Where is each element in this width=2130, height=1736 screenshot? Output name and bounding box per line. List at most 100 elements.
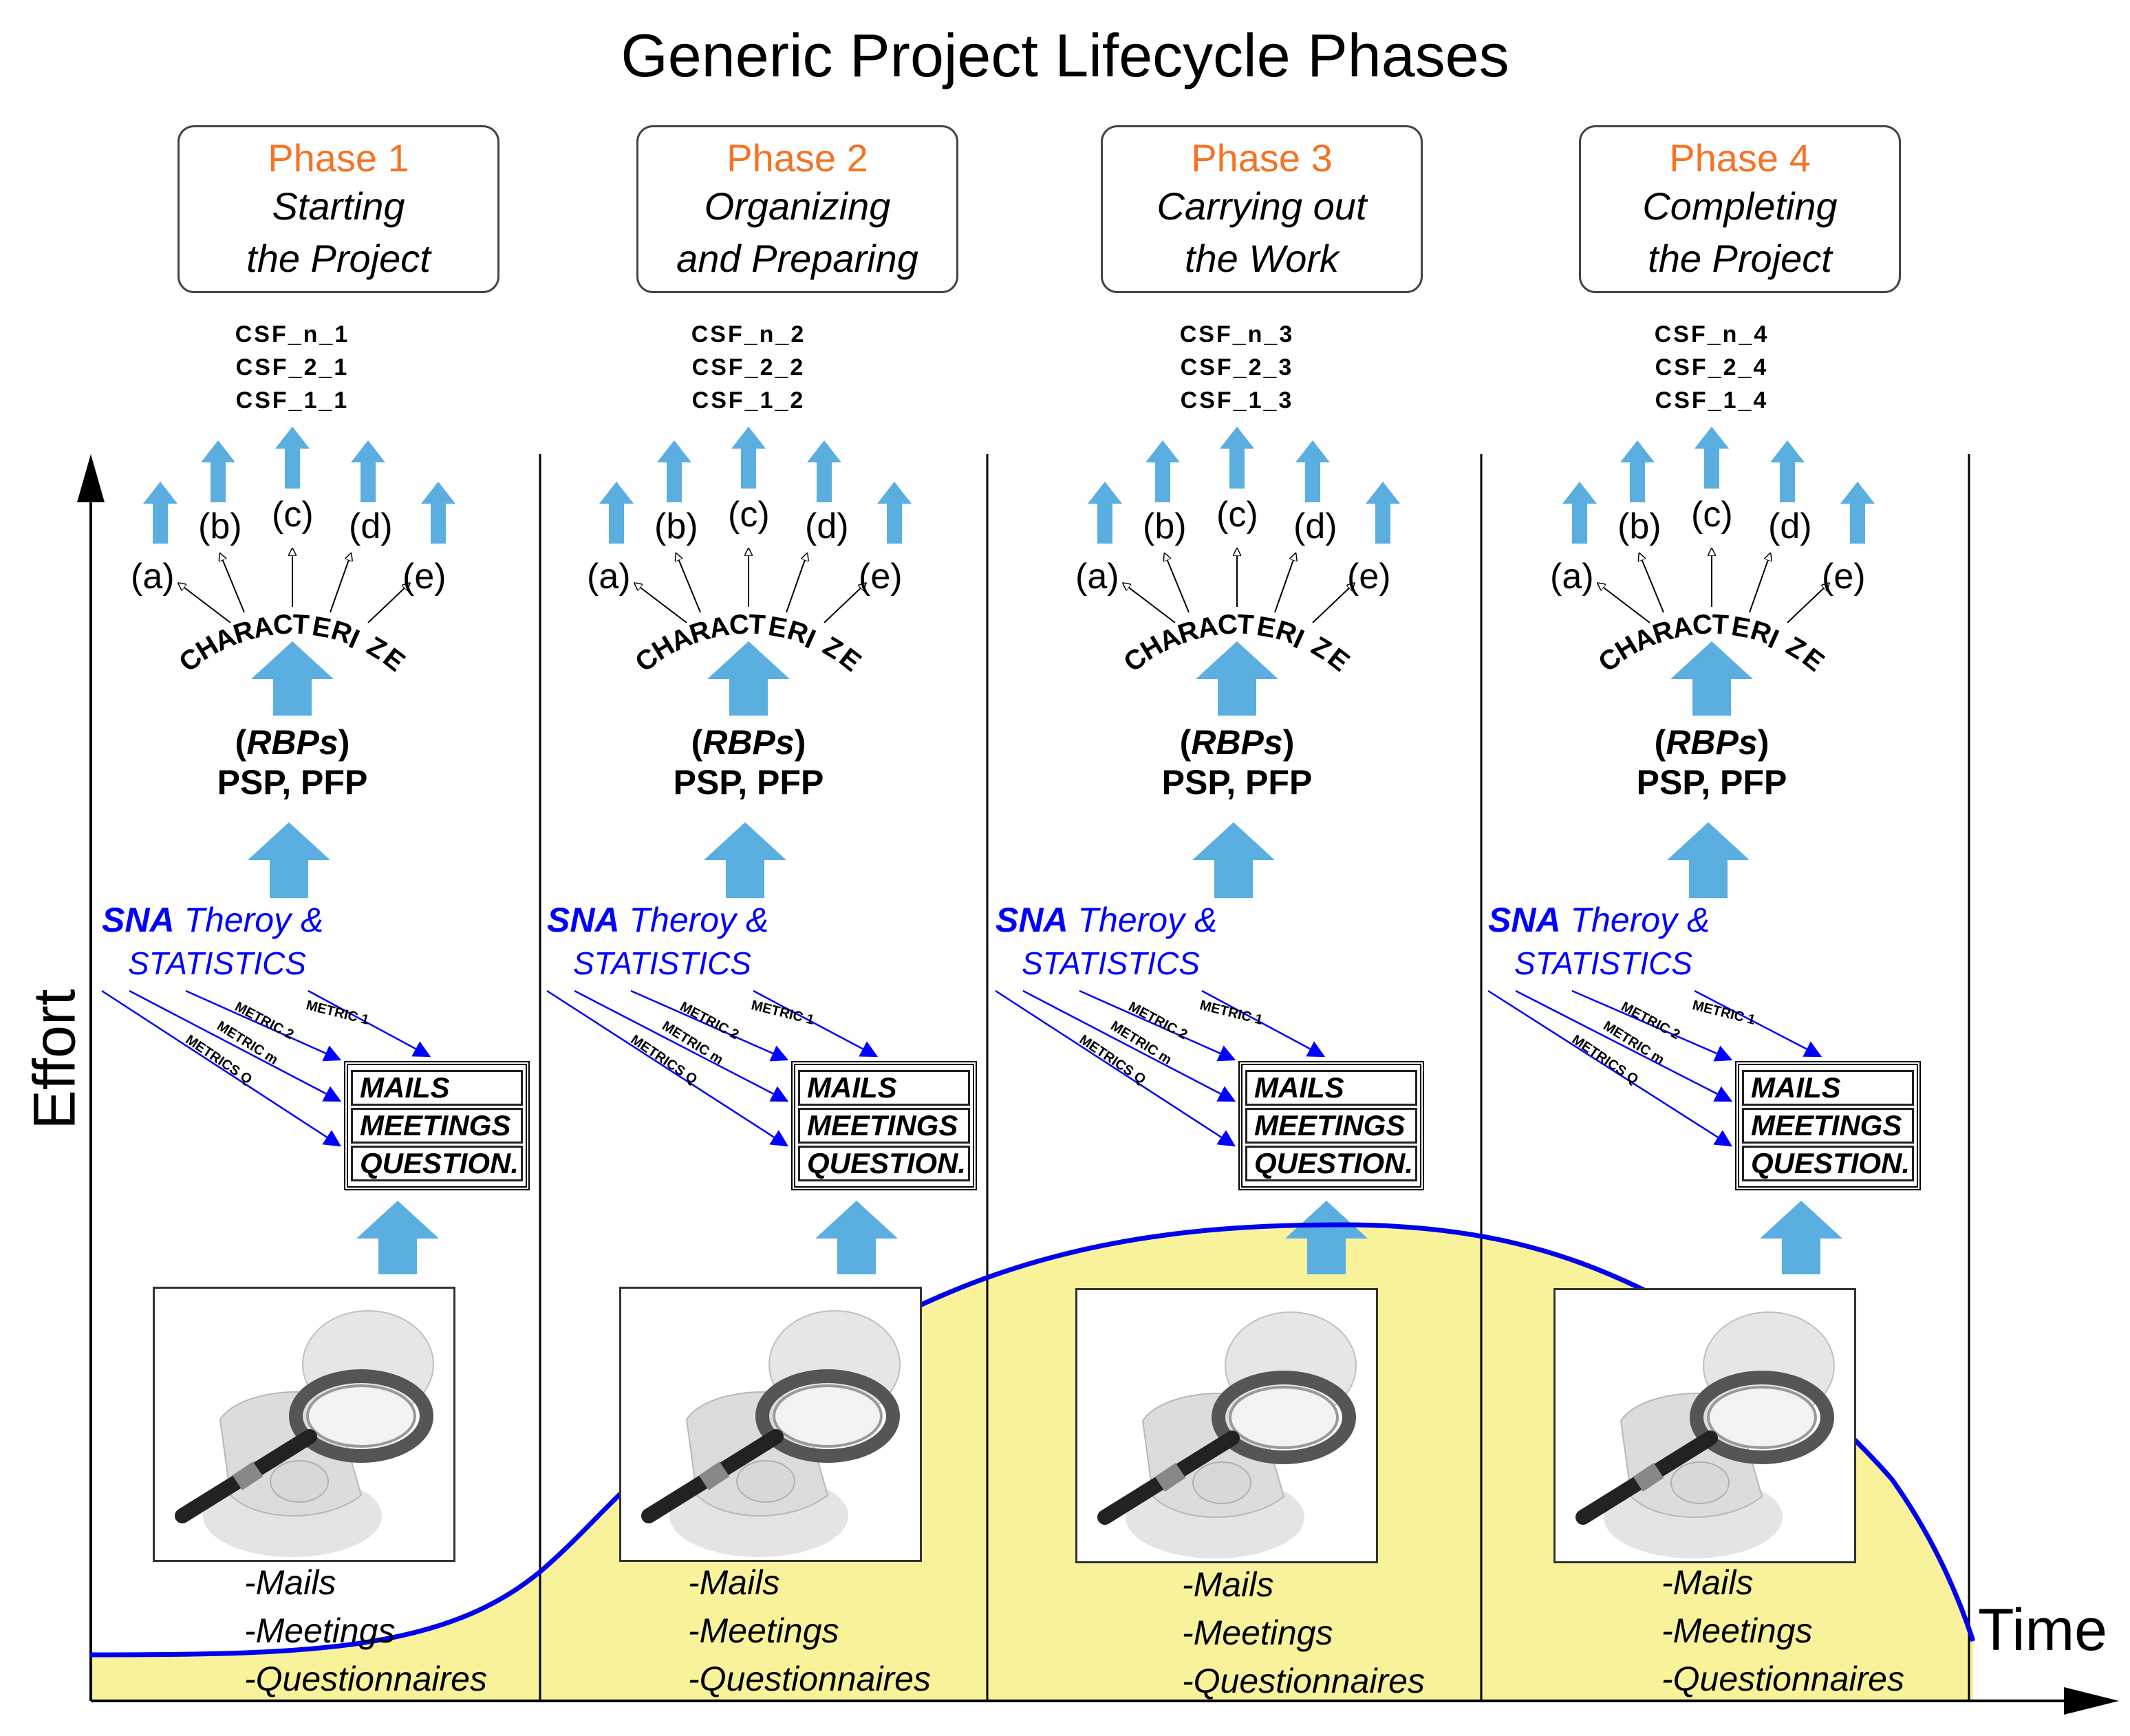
data-source-row: MAILS [1245, 1070, 1417, 1106]
output-letter: (e) [1822, 557, 1866, 597]
source-item: -Questionnaires [1182, 1662, 1425, 1700]
characterize-letter: T [1236, 609, 1256, 641]
rbp-up-arrow [251, 641, 334, 716]
metric-arrow [185, 989, 342, 1062]
output-letter: (d) [1768, 506, 1812, 546]
csf-up-arrow [877, 482, 912, 544]
statistics-label: STATISTICS [1022, 945, 1200, 981]
source-item: -Questionnaires [1661, 1660, 1904, 1698]
psp-pfp-label: PSP, PFP [217, 763, 368, 802]
rbp-close: ) [1282, 723, 1295, 762]
csf-item: CSF_n_1 [235, 321, 350, 347]
characterize-link [1639, 554, 1664, 613]
output-letter: (b) [198, 506, 242, 546]
statistics-label: STATISTICS [1514, 945, 1692, 981]
characterize-link [1787, 583, 1829, 623]
statistics-label: STATISTICS [573, 945, 751, 981]
source-item: -Meetings [1182, 1614, 1333, 1652]
data-source-row: QUESTION. [1245, 1146, 1417, 1181]
phase-2-label: Phase 2 [727, 136, 868, 180]
metric-arrow [1079, 989, 1236, 1062]
metric-arrow [1022, 989, 1236, 1102]
csf-up-arrow [1620, 440, 1655, 502]
rbp-label: RBPs [1666, 723, 1758, 762]
sna-up-arrow [704, 822, 786, 898]
characterize-link [1749, 554, 1770, 613]
output-letter: (b) [1617, 506, 1661, 546]
metric-arrow [995, 989, 1236, 1147]
csf-item: CSF_2_1 [235, 354, 349, 381]
output-letter: (b) [654, 506, 698, 546]
characterize-link [330, 554, 351, 613]
output-letter: (e) [1347, 557, 1391, 597]
data-source-row: MAILS [1742, 1070, 1914, 1106]
data-source-row: QUESTION. [1742, 1146, 1914, 1181]
table-up-arrow [356, 1201, 439, 1274]
csf-item: CSF_2_3 [1180, 354, 1294, 381]
source-item: -Mails [1182, 1565, 1274, 1604]
table-up-arrow [1760, 1201, 1842, 1274]
csf-up-arrow [1145, 440, 1180, 502]
sna-acronym: SNA [996, 901, 1068, 939]
metric-arrow [753, 989, 879, 1058]
phase-1-name: Starting the Project [246, 184, 431, 280]
rbp-close: ) [794, 723, 806, 762]
metric-arrow [546, 989, 789, 1147]
sna-acronym: SNA [547, 901, 620, 939]
data-source-row: MEETINGS [798, 1108, 970, 1144]
data-source-row: MEETINGS [351, 1108, 523, 1144]
sna-rest: Theroy & [619, 901, 769, 939]
rbp-up-arrow [1670, 641, 1753, 716]
sna-theory-label: SNA Theroy & [547, 900, 768, 940]
csf-item: CSF_2_4 [1655, 354, 1769, 381]
metric-arrow [1487, 989, 1733, 1147]
output-letter: (e) [402, 557, 447, 597]
output-letter: (c) [1691, 495, 1733, 535]
output-letter: (c) [272, 495, 314, 535]
csf-item: CSF_n_2 [691, 321, 806, 347]
person-with-magnifier-icon [1575, 1311, 1835, 1558]
csf-up-arrow [1366, 482, 1400, 544]
characterize-link [676, 554, 701, 613]
characterize-link [635, 583, 687, 623]
rbp-block: (RBPs)PSP, PFP [1113, 722, 1361, 802]
y-axis-label: Effort [21, 989, 88, 1130]
data-sources-list: -Mails -Meetings -Questionnaires [1182, 1561, 1425, 1705]
csf-up-arrow [657, 440, 691, 502]
rbp-line: (RBPs) [1113, 722, 1361, 762]
output-letter: (d) [349, 506, 393, 546]
phase-1-label: Phase 1 [268, 136, 409, 180]
characterize-letter: C [272, 609, 294, 641]
person-with-magnifier-icon [175, 1310, 434, 1557]
characterize-link [367, 583, 409, 623]
rbp-line: (RBPs) [625, 722, 872, 762]
data-source-row: MEETINGS [1245, 1108, 1417, 1144]
csf-up-arrow [275, 427, 310, 489]
phase-3-label: Phase 3 [1191, 136, 1333, 180]
rbp-open: ( [1179, 723, 1192, 762]
metric-arrow [101, 989, 342, 1147]
sna-rest: Theroy & [1068, 901, 1218, 939]
output-letter: (d) [1293, 506, 1337, 546]
sna-acronym: SNA [1488, 901, 1561, 939]
csf-up-arrow [1695, 427, 1729, 489]
data-sources-list: -Mails-Meetings-Questionnaires [244, 1558, 487, 1703]
psp-pfp-label: PSP, PFP [1636, 763, 1787, 802]
source-item: -Meetings [244, 1611, 396, 1650]
metric-arrow [1571, 989, 1733, 1062]
csf-item: CSF_1_4 [1655, 387, 1769, 414]
table-up-arrow [1285, 1201, 1368, 1274]
x-axis-label: Time [1978, 1597, 2107, 1663]
magnifier-figure [1075, 1288, 1378, 1563]
characterize-letter: C [1216, 609, 1238, 641]
x-axis-arrowhead [2064, 1687, 2119, 1715]
csf-item: CSF_1_1 [235, 387, 349, 414]
effort-area-fill [89, 1225, 1973, 1701]
